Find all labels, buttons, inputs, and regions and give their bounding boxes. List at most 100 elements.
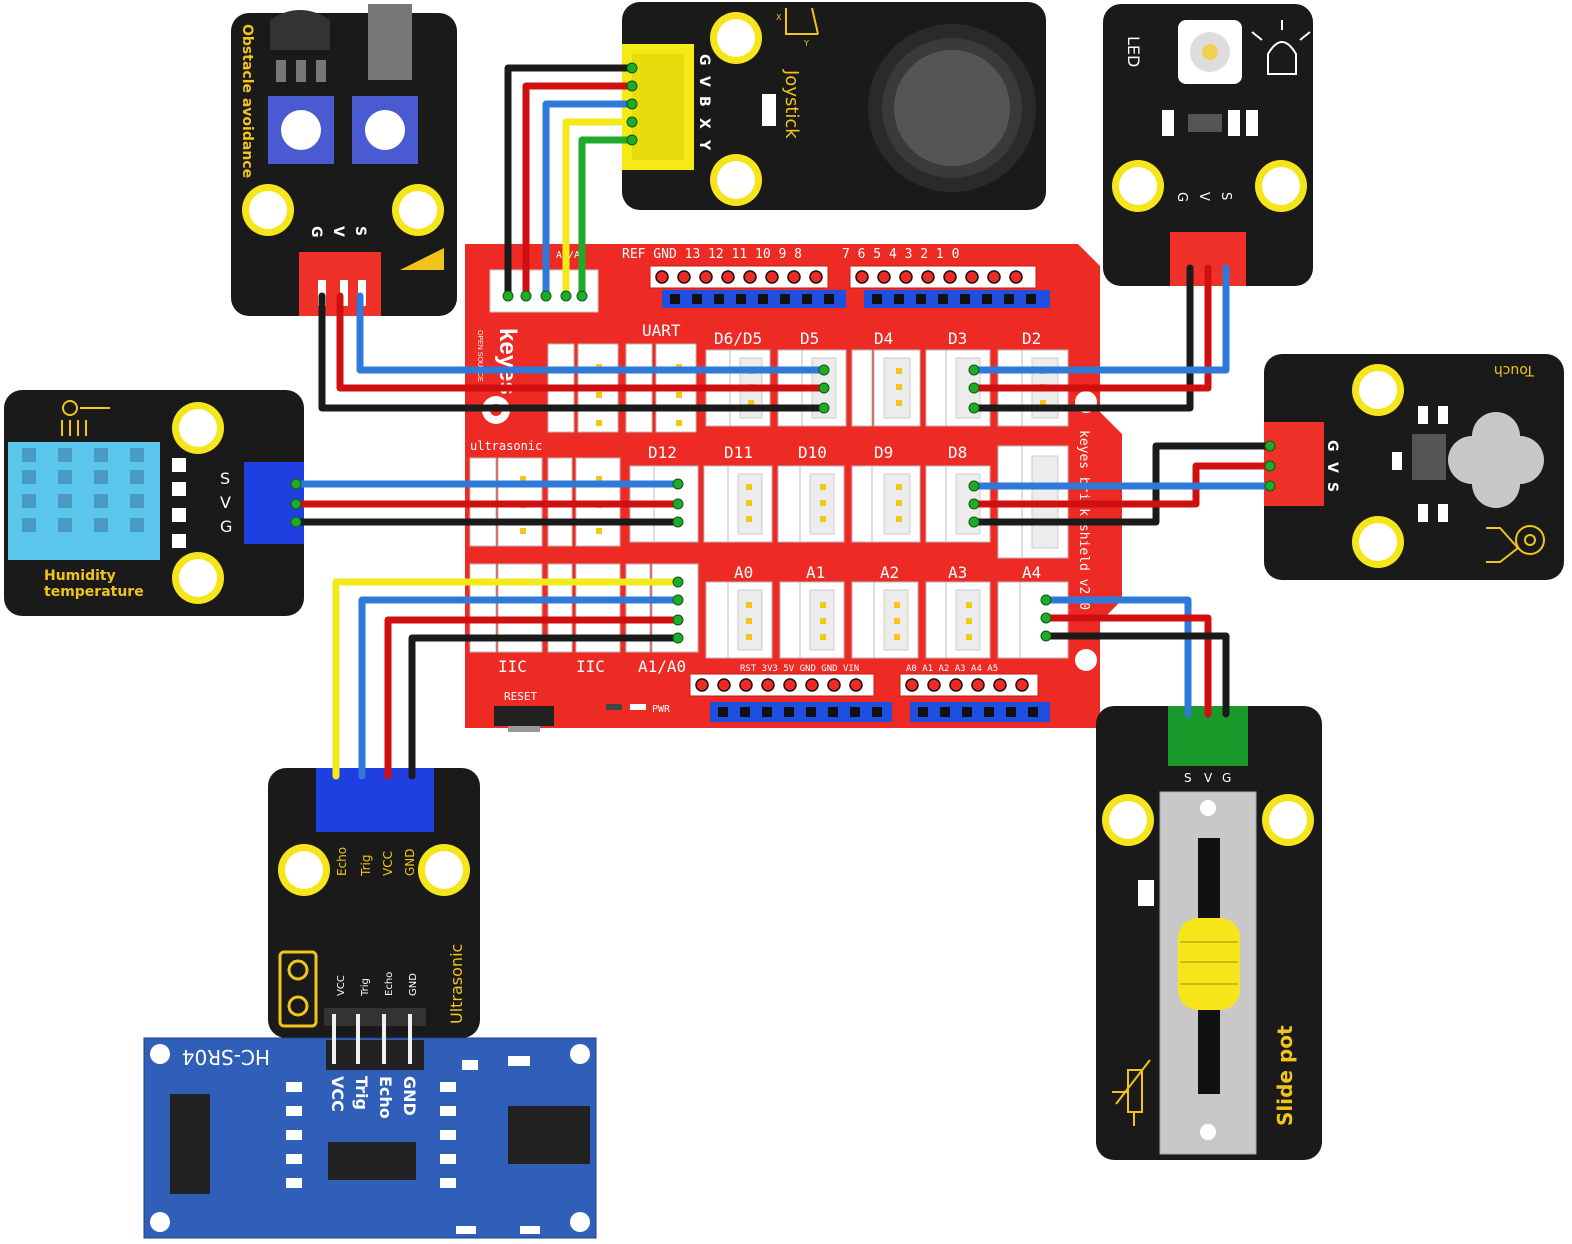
port-label-d10: D10 (798, 443, 827, 462)
port-label-d9: D9 (874, 443, 893, 462)
obstacle-pin-s: S (352, 226, 368, 236)
port-label-d4: D4 (874, 329, 893, 348)
ultrasonic-title: Ultrasonic (447, 944, 466, 1024)
obstacle-pin-v: V (330, 226, 346, 237)
joystick-axis-x: X (776, 13, 782, 22)
port-label-d2: D2 (1022, 329, 1041, 348)
wire-slidepot-v (1042, 614, 1212, 718)
wire-end-dots (290, 62, 1276, 644)
a4-v-label: V (1002, 618, 1009, 631)
wire-obstacle-v (336, 292, 828, 392)
obstacle-pin-g: G (308, 226, 324, 238)
d4-g-label: G (856, 404, 863, 417)
touch-module: Touch G V S (1264, 354, 1564, 580)
joystick-module: Joystick G V B X Y X Y (622, 2, 1046, 210)
adapter-pin-echo: Echo (384, 972, 395, 996)
d8-s-label: 8 (930, 480, 937, 493)
header-top-right-label: 7 6 5 4 3 2 1 0 (842, 247, 959, 262)
touch-icon (1486, 525, 1545, 563)
port-label-a1: A1 (806, 563, 825, 582)
led-pin-g: G (1174, 192, 1189, 202)
a3-s-label: A3 (928, 598, 941, 611)
led-bulb-icon (1251, 20, 1311, 75)
port-label-a0: A0 (734, 563, 753, 582)
a1-v-label: V (784, 618, 791, 631)
wire-led-s (970, 264, 1230, 374)
d10-v-label: V (784, 502, 791, 515)
dht-title-line1: Humidity (44, 568, 116, 584)
d4-v-label: V (856, 388, 863, 401)
uart-g-label: G (632, 394, 639, 407)
a2-s-label: A2 (854, 598, 867, 611)
hcsr04-pin-trig: Trig (352, 1076, 371, 1110)
ultrasonic-port-label: ultrasonic (470, 439, 542, 453)
open-source-label: OPEN SOURCE (476, 330, 483, 382)
hcsr04-title: HC-SR04 (182, 1045, 270, 1069)
hcsr04-pin-gnd: GND (400, 1076, 419, 1116)
d10-s-label: 10 (780, 480, 793, 493)
port-label-a2: A2 (880, 563, 899, 582)
header-bottom-left-label: RST 3V3 5V GND GND VIN (740, 664, 859, 674)
wire-ultrasonic-echo (332, 578, 682, 780)
led-title: LED (1124, 36, 1143, 67)
d8-g-label: G (930, 518, 937, 531)
joystick-port-label: A3/A2 (556, 250, 586, 261)
joystick-pin-v: V (696, 76, 712, 87)
wire-led-g (970, 264, 1194, 412)
port-label-d3: D3 (948, 329, 967, 348)
header-bottom-right-label: A0 A1 A2 A3 A4 A5 (906, 664, 998, 674)
dht-pin-s: S (220, 469, 230, 488)
joystick-pin-g: G (696, 54, 712, 66)
a4-s-label: A4 (1000, 598, 1014, 611)
port-label-iic-1: IIC (498, 657, 527, 676)
touch-pin-v: V (1324, 462, 1340, 473)
port-label-a3: A3 (948, 563, 967, 582)
d8-v-label: V (930, 502, 937, 515)
joystick-title: Joystick (781, 69, 802, 139)
wire-joystick-b (542, 100, 636, 300)
port-label-iic-2: IIC (576, 657, 605, 676)
joystick-pin-y: Y (696, 139, 712, 151)
uart-label: UART (642, 321, 681, 340)
ultrasonic-pin-echo: Echo (335, 847, 349, 876)
wire-ultrasonic-gnd (408, 634, 682, 780)
wire-slidepot-s (1042, 596, 1192, 718)
wire-joystick-x (562, 118, 636, 300)
a4-g-label: G (1002, 634, 1009, 647)
d4-s-label: 4 (856, 366, 863, 379)
d9-g-label: G (856, 518, 863, 531)
led-pin-s: S (1218, 192, 1233, 200)
a0-s-label: A0 (708, 598, 721, 611)
port-label-d5: D5 (800, 329, 819, 348)
ultrasonic-pin-trig: Trig (359, 855, 373, 877)
d11-s-label: 11 (706, 480, 719, 493)
joystick-axis-y: Y (803, 39, 809, 48)
dht-pin-g: G (220, 517, 232, 536)
slidepot-pin-v: V (1204, 771, 1213, 785)
a3-v-label: V (930, 618, 937, 631)
led-pin-v: V (1196, 192, 1211, 201)
wires (292, 64, 1274, 780)
d3-v-label: V (930, 388, 937, 401)
wire-joystick-y (578, 136, 636, 300)
joystick-pin-b: B (696, 96, 712, 107)
touch-pin-g: G (1324, 440, 1340, 452)
port-label-d12: D12 (648, 443, 677, 462)
a2-g-label: G (856, 634, 863, 647)
d11-g-label: G (710, 518, 717, 531)
reset-label: RESET (504, 690, 537, 703)
wire-ultrasonic-trig (358, 596, 682, 780)
ultrasonic-pin-gnd: GND (403, 848, 417, 876)
d3-s-label: 3 (930, 366, 937, 379)
d3-g-label: G (930, 404, 937, 417)
touch-pin-s: S (1324, 482, 1340, 492)
wire-joystick-v (522, 82, 636, 300)
port-label-a4: A4 (1022, 563, 1041, 582)
brand-logo: keyes (494, 328, 521, 395)
a0-v-label: V (710, 618, 717, 631)
hc-sr04-module: HC-SR04 VCC Trig Echo GND (143, 1014, 597, 1239)
a2-v-label: V (856, 618, 863, 631)
wire-obstacle-s (356, 292, 828, 374)
thermometer-icon (61, 400, 110, 436)
